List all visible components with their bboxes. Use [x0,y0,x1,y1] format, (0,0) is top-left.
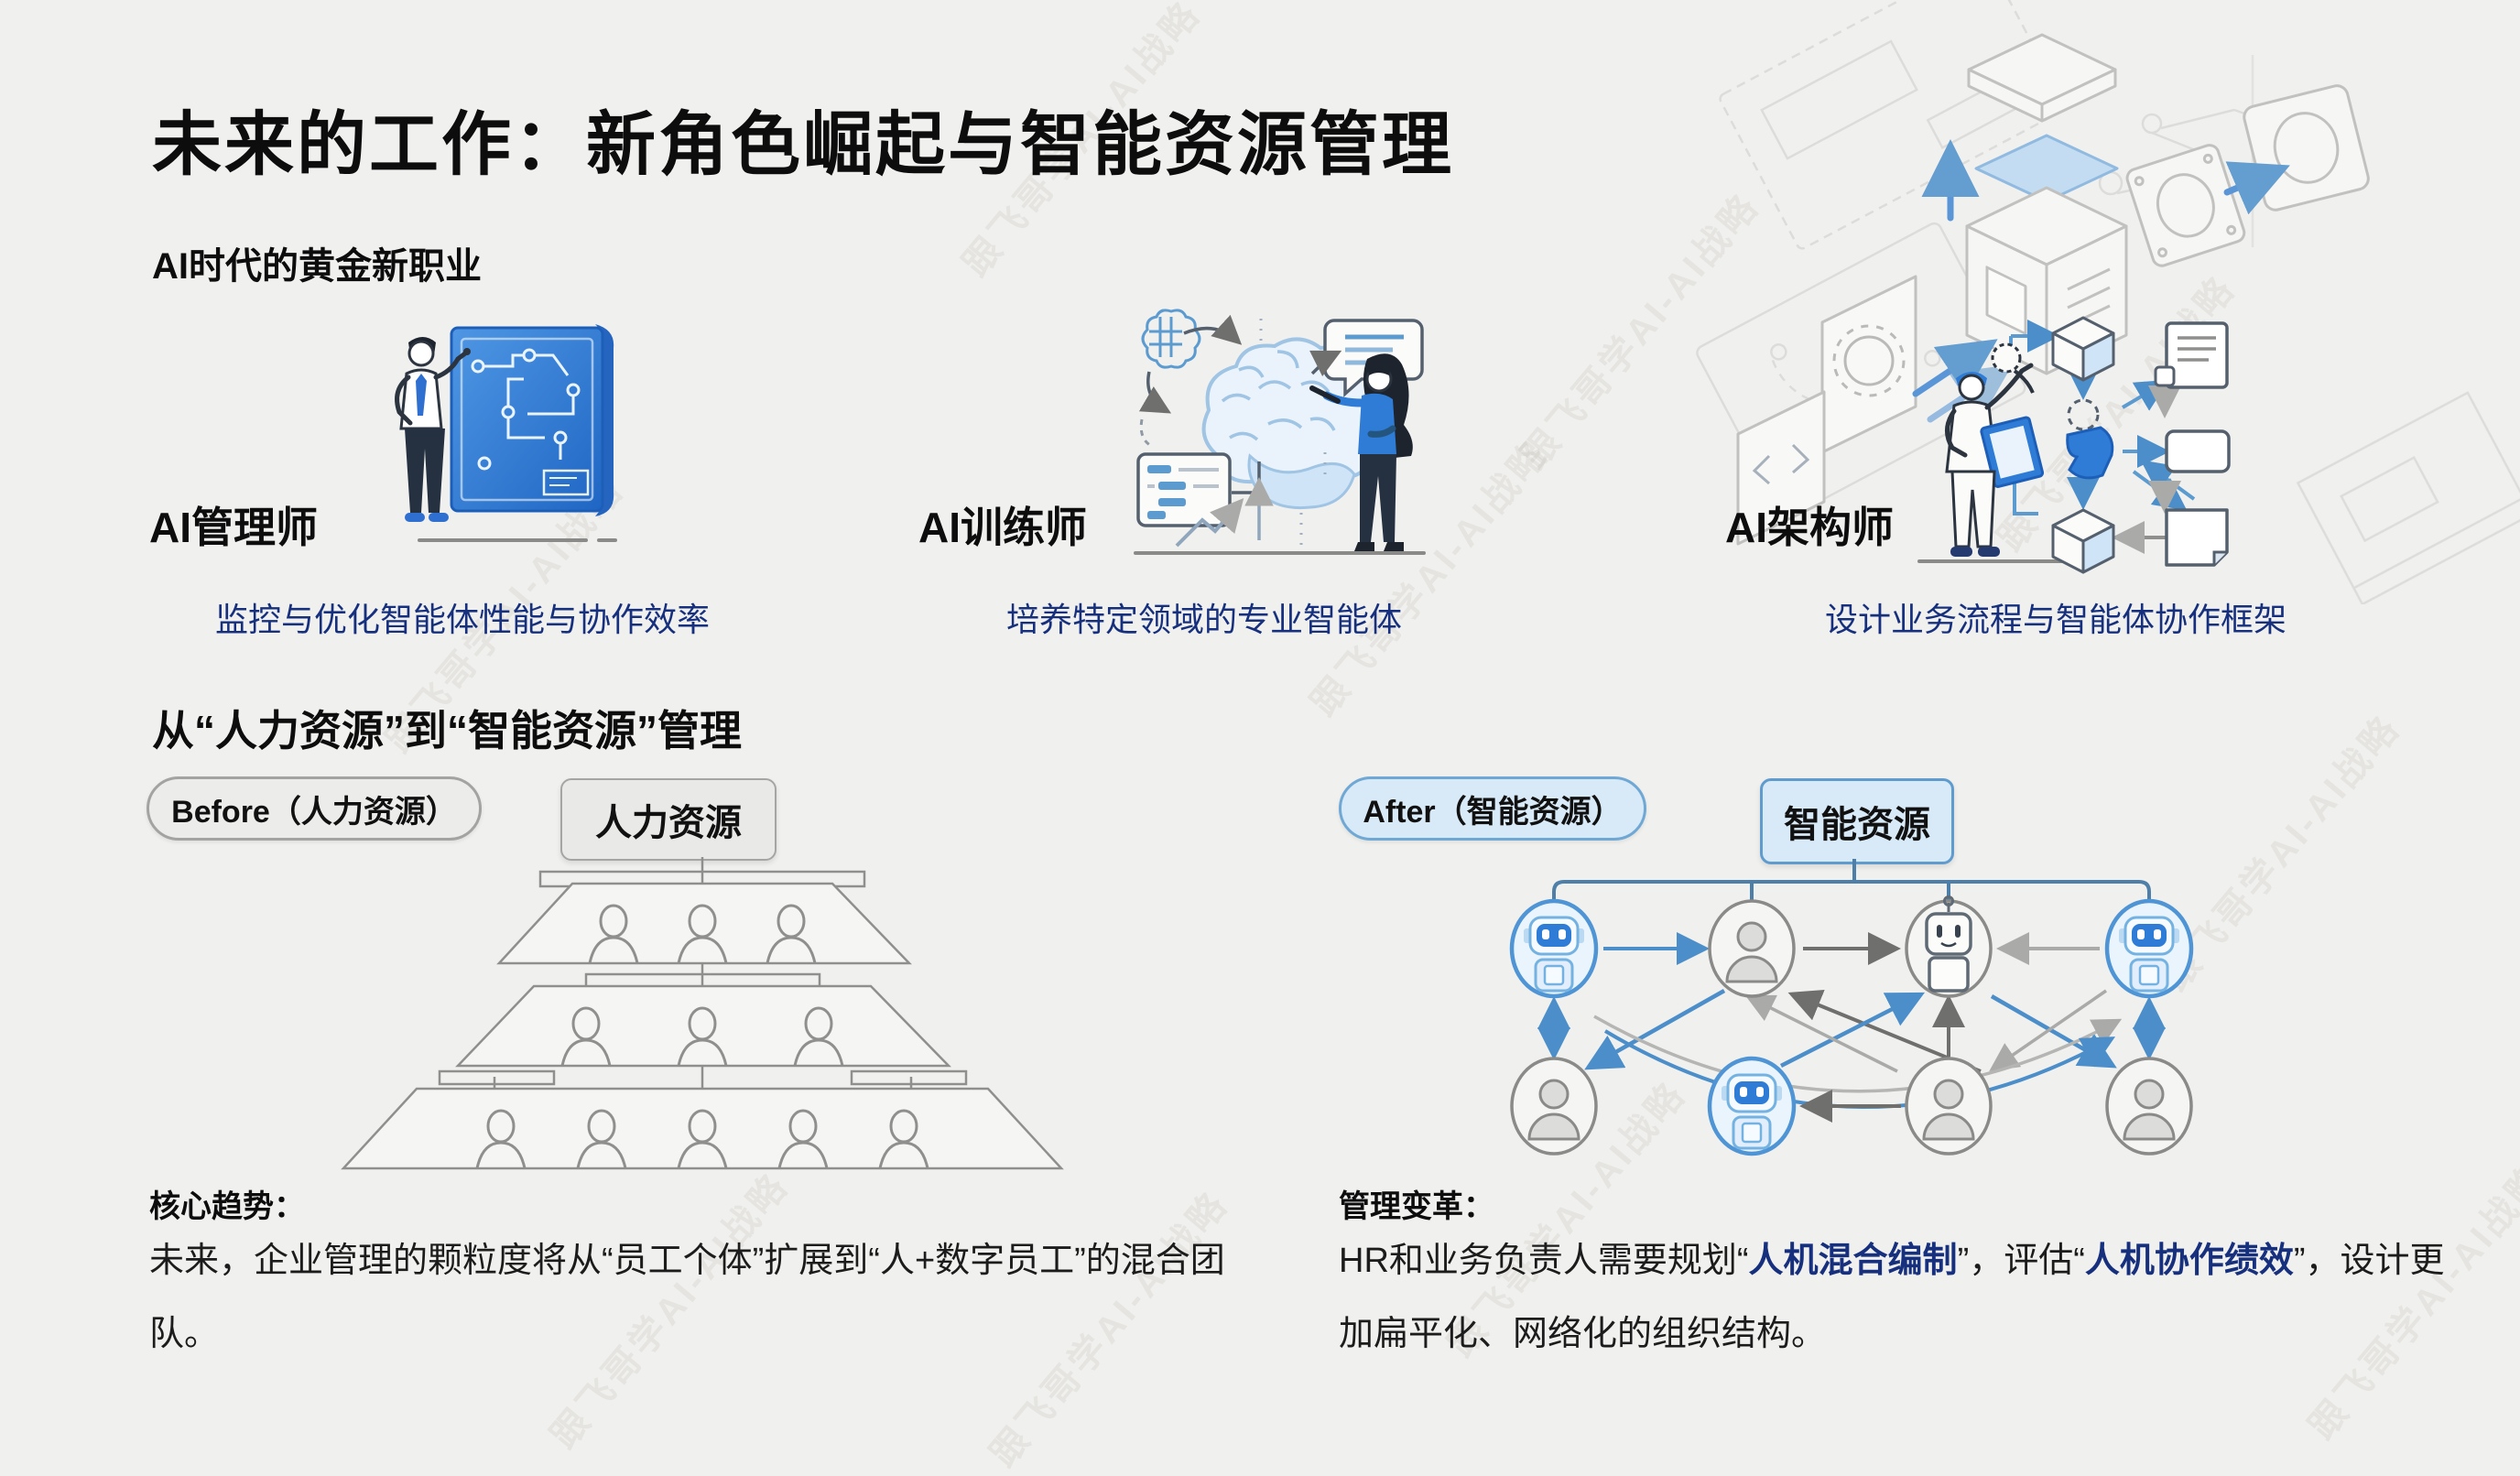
robot-icon [1512,901,1596,996]
role-desc-ai-manager: 监控与优化智能体性能与协作效率 [214,601,710,638]
corner-isometric-art [1696,0,2520,604]
hr-pyramid-diagram [341,857,1064,1170]
ir-network-diagram [1465,859,2271,1190]
document-icon [2154,321,2229,389]
gear-icon [1820,275,1917,454]
page-icon [2165,508,2229,567]
ai-trainer-illustration [1134,309,1426,555]
section-heading-new-roles: AI时代的黄金新职业 [152,246,482,287]
change-text: HR和业务负责人需要规划“人机混合编制”，评估“人机协作绩效”，设计更加扁平化、… [1339,1225,2470,1372]
ai-manager-illustration [395,324,617,542]
section-heading-hr-to-ir: 从“人力资源”到“智能资源”管理 [152,707,742,754]
hr-box: 人力资源 [560,778,777,861]
slide: { "page": { "title": "未来的工作：新角色崛起与智能资源管理… [147,0,2520,1475]
robot-icon [1905,895,1993,998]
data-panel-icon [1136,452,1232,527]
before-pill: Before（人力资源） [147,776,482,841]
person-icon [1708,899,1796,998]
role-title-ai-trainer: AI训练师 [918,504,1087,551]
after-pill: After（智能资源） [1339,776,1646,841]
change-text-part: HR和业务负责人需要规划“ [1339,1242,1749,1280]
small-brain-icon [1141,309,1201,369]
process-box-icon [2165,429,2231,473]
robot-icon [2107,901,2191,996]
change-text-part: ”，设计更加扁平化、网络化的组织结构。 [1339,1242,2445,1353]
code-icon [1736,390,1826,546]
role-desc-ai-architect: 设计业务流程与智能体协作框架 [1824,601,2286,638]
cube-icon [2051,316,2115,382]
blueprint-board-icon [450,324,614,516]
role-title-ai-architect: AI架构师 [1725,504,1894,551]
person-icon [2105,1057,2193,1156]
robot-icon [1710,1058,1794,1154]
person-icon [1510,1057,1598,1156]
role-title-ai-manager: AI管理师 [149,504,318,551]
person-icon [1905,1057,1993,1156]
trend-text: 未来，企业管理的颗粒度将从“员工个体”扩展到“人+数字员工”的混合团队。 [149,1242,1225,1353]
page-title: 未来的工作：新角色崛起与智能资源管理 [152,106,1454,184]
ai-architect-illustration [1917,316,2231,574]
change-heading: 管理变革： [1339,1189,1494,1224]
person-icon [395,337,471,522]
role-desc-ai-trainer: 培养特定领域的专业智能体 [1005,601,1402,638]
trend-heading: 核心趋势： [149,1189,305,1224]
change-text-part: ”，评估“ [1957,1242,2085,1280]
trainer-person-icon [1309,353,1413,551]
change-text-highlight: 人机协作绩效 [2084,1242,2294,1280]
change-text-highlight: 人机混合编制 [1748,1242,1958,1280]
ir-box: 智能资源 [1760,778,1954,864]
puzzle-icon [2066,426,2114,480]
architect-person-icon [1945,342,2045,557]
